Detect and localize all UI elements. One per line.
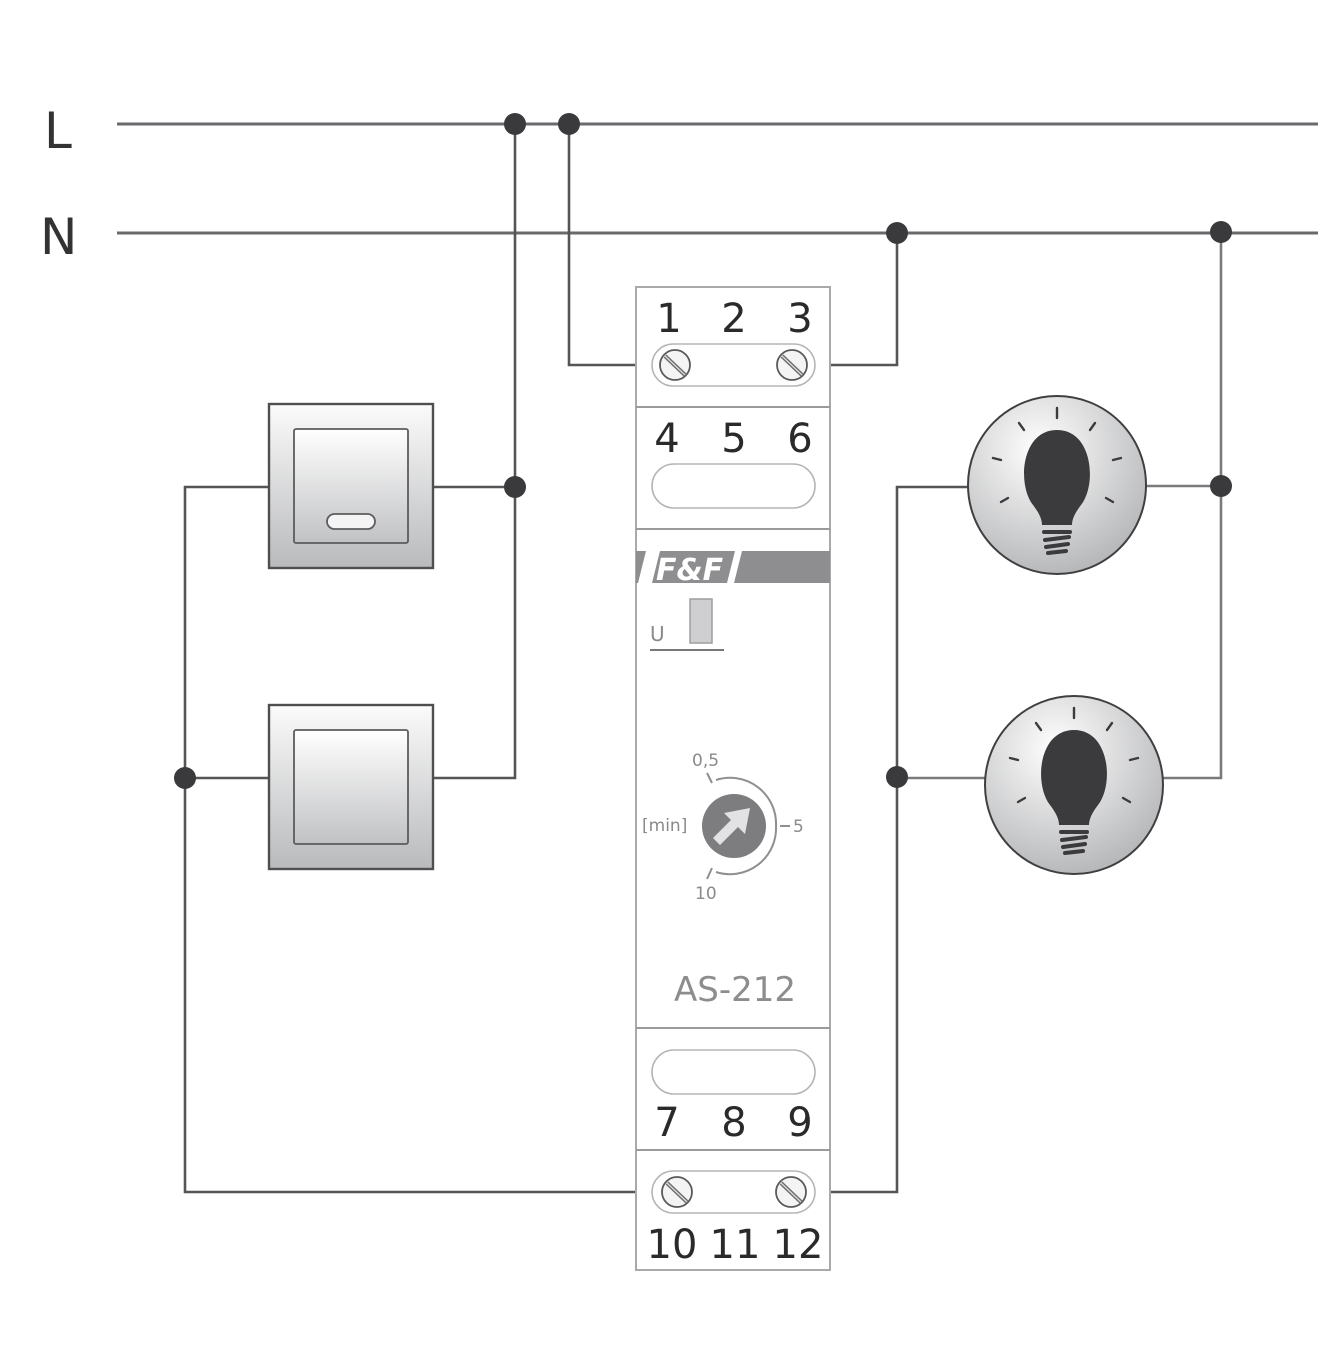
screw-terminal-10-icon bbox=[661, 1176, 693, 1208]
junction-node bbox=[504, 476, 526, 498]
terminal-block-empty bbox=[651, 1049, 816, 1095]
junction-node bbox=[504, 113, 526, 135]
knob-scale-max: 10 bbox=[695, 884, 717, 904]
power-indicator-label: U bbox=[650, 622, 665, 646]
junction-node bbox=[174, 767, 196, 789]
switch-rocker bbox=[293, 428, 409, 544]
terminal-block bbox=[651, 343, 816, 387]
lightbulb-icon bbox=[1008, 706, 1140, 855]
model-name: AS-212 bbox=[674, 970, 796, 1010]
screw-terminal-1-icon bbox=[659, 349, 691, 381]
junction-node bbox=[886, 222, 908, 244]
screw-terminal-12-icon bbox=[775, 1176, 807, 1208]
timer-device: 1 2 3 4 5 6 F&F U bbox=[635, 286, 831, 1271]
wire-l-to-terminal-1 bbox=[567, 124, 660, 367]
knob-scale-min: 0,5 bbox=[692, 751, 719, 771]
power-led-icon bbox=[689, 598, 713, 644]
terminal-label-4: 4 bbox=[654, 416, 679, 462]
junction-node bbox=[1210, 475, 1232, 497]
wire-switches-to-terminal-10 bbox=[183, 485, 662, 1194]
terminal-label-8: 8 bbox=[721, 1100, 746, 1146]
terminal-label-10: 10 bbox=[647, 1222, 698, 1268]
wire-n-to-lamps bbox=[1163, 233, 1223, 780]
junction-node bbox=[558, 113, 580, 135]
arrow-up-right-icon bbox=[713, 808, 750, 845]
junction-node bbox=[1210, 221, 1232, 243]
wire-terminal-12-to-lamps bbox=[808, 485, 969, 1194]
terminal-label-1: 1 bbox=[656, 296, 681, 342]
terminal-label-7: 7 bbox=[654, 1100, 679, 1146]
terminal-label-2: 2 bbox=[721, 296, 746, 342]
lightbulb-icon bbox=[991, 406, 1123, 555]
time-adjust-knob[interactable] bbox=[702, 772, 790, 880]
terminal-label-11: 11 bbox=[710, 1222, 761, 1268]
junction-node bbox=[886, 766, 908, 788]
indicator-light-icon bbox=[326, 513, 376, 530]
terminal-label-12: 12 bbox=[773, 1222, 824, 1268]
terminal-label-3: 3 bbox=[787, 296, 812, 342]
wire-n-to-terminal-3 bbox=[808, 233, 899, 367]
brand-name: F&F bbox=[656, 553, 724, 588]
bus-label-l: L bbox=[44, 102, 72, 160]
screw-terminal-3-icon bbox=[776, 349, 808, 381]
terminal-block-empty bbox=[651, 463, 816, 509]
switch-plain bbox=[267, 703, 435, 871]
brand-logo: F&F bbox=[636, 551, 830, 588]
wire-l-to-switches bbox=[433, 124, 517, 780]
knob-unit-label: [min] bbox=[642, 816, 687, 836]
lamp-2 bbox=[984, 695, 1164, 875]
terminal-block bbox=[651, 1170, 816, 1214]
switch-rocker bbox=[293, 729, 409, 845]
switch-with-indicator bbox=[267, 402, 435, 570]
terminal-label-6: 6 bbox=[787, 416, 812, 462]
bus-label-n: N bbox=[40, 208, 77, 266]
knob-scale-mid: 5 bbox=[793, 817, 804, 837]
lamp-1 bbox=[967, 395, 1147, 575]
terminal-label-9: 9 bbox=[787, 1100, 812, 1146]
terminal-label-5: 5 bbox=[721, 416, 746, 462]
